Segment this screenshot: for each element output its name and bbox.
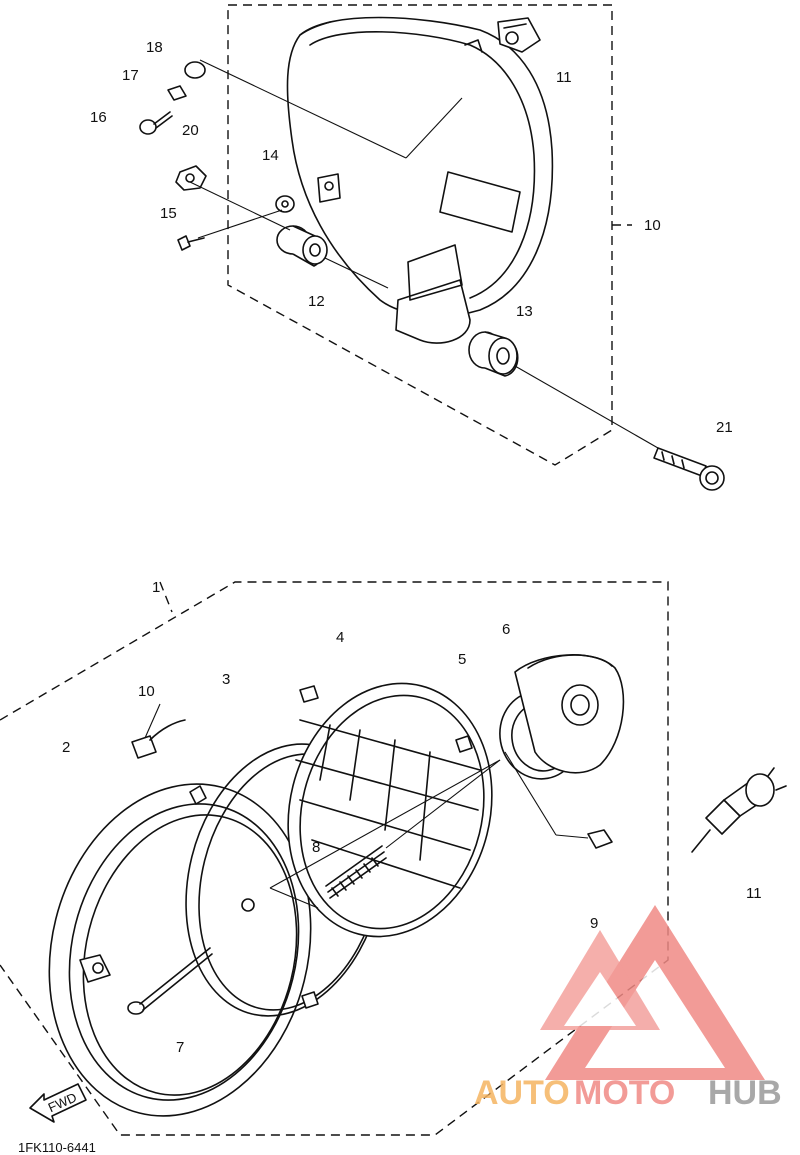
label-5: 5 xyxy=(458,651,466,668)
part-6-cover xyxy=(514,654,625,774)
label-13: 11 xyxy=(556,69,572,86)
label-1: 1 xyxy=(152,579,160,596)
part-9-clip xyxy=(587,829,613,849)
watermark-moto: MOTO xyxy=(574,1074,675,1112)
part-16-screw xyxy=(177,235,205,251)
part-21-bolt xyxy=(653,447,725,491)
part-19-washer xyxy=(184,61,206,79)
label-17: 16 xyxy=(90,109,107,126)
label-10: 10 xyxy=(138,683,155,700)
part-17-screw xyxy=(139,111,173,135)
part-14-collar-upper xyxy=(276,225,328,267)
watermark-hub: HUB xyxy=(708,1074,782,1112)
label-12: 10 xyxy=(644,217,661,234)
housing-assembly xyxy=(139,4,725,491)
label-20: 20 xyxy=(182,122,199,139)
headlight-unit-assembly xyxy=(0,581,787,1136)
watermark-auto: AUTO xyxy=(474,1074,570,1112)
housing-dashed-frame xyxy=(227,4,613,466)
label-21: 21 xyxy=(716,419,733,436)
label-2: 2 xyxy=(62,739,70,756)
part-10-connector xyxy=(131,719,186,759)
fwd-arrow: FWD xyxy=(29,1083,87,1123)
drawing-code: 1FK110-6441 xyxy=(18,1140,96,1155)
part-7-screw xyxy=(127,947,213,1015)
label-8: 8 xyxy=(312,839,320,856)
label-11: 11 xyxy=(746,885,762,902)
part-13-grommet xyxy=(497,17,541,53)
label-16: 15 xyxy=(160,205,177,222)
part-2-rim xyxy=(48,783,312,1117)
part-18-washer xyxy=(167,85,187,101)
label-19: 18 xyxy=(146,39,163,56)
label-14-upper: 12 xyxy=(308,293,325,310)
part-15-nut xyxy=(275,195,295,213)
watermark-logo-icon xyxy=(540,905,765,1080)
part-4-lens xyxy=(287,682,493,938)
part-14-collar-lower xyxy=(468,331,519,377)
automotohub-watermark: AUTO MOTO HUB xyxy=(474,905,782,1112)
label-6: 6 xyxy=(502,621,510,638)
frame-1-tick xyxy=(159,581,173,613)
label-14-lower: 13 xyxy=(516,303,533,320)
label-4: 4 xyxy=(336,629,344,646)
label-7: 7 xyxy=(176,1039,184,1056)
label-18: 17 xyxy=(122,67,139,84)
label-9: 9 xyxy=(590,915,598,932)
part-8-spring xyxy=(325,845,387,899)
housing-shell xyxy=(286,16,554,344)
part-20-nut xyxy=(175,165,207,191)
label-15: 14 xyxy=(262,147,279,164)
part-labels: 18 17 16 20 14 15 11 10 12 13 21 1 4 6 5… xyxy=(62,39,762,1056)
label-3: 3 xyxy=(222,671,230,688)
part-11-bulb xyxy=(691,767,787,853)
